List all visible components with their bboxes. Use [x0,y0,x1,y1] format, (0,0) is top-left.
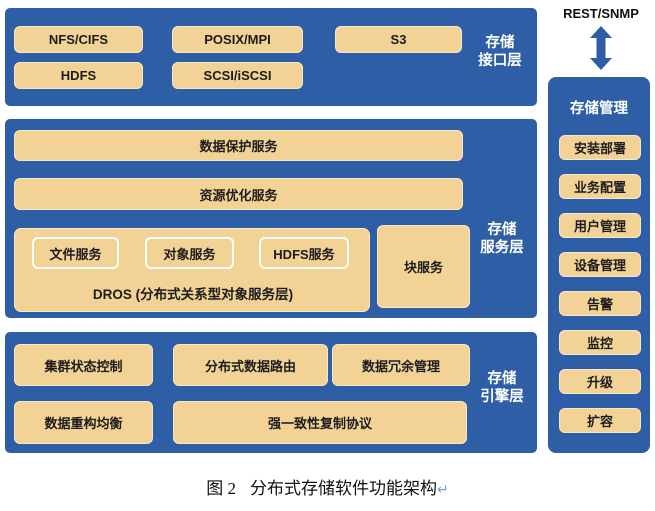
box-s3: S3 [335,26,462,53]
box-cluster-state-control: 集群状态控制 [14,344,153,386]
management-panel: 存储管理 安装部署 业务配置 用户管理 设备管理 告警 监控 升级 扩容 [548,77,650,453]
box-distributed-data-routing: 分布式数据路由 [173,344,328,386]
box-block-service: 块服务 [377,225,470,308]
paragraph-mark-icon: ↵ [437,482,449,498]
box-user-management: 用户管理 [559,213,641,238]
service-layer-panel: 数据保护服务 资源优化服务 文件服务 对象服务 HDFS服务 DROS (分布式… [5,119,537,318]
engine-layer-label: 存储 引擎层 [480,371,524,405]
dros-title: DROS (分布式关系型对象服务层) [92,287,294,302]
box-posix-mpi: POSIX/MPI [172,26,303,53]
service-layer-label: 存储 服务层 [480,222,524,256]
box-resource-optimization-service: 资源优化服务 [14,178,463,210]
box-hdfs: HDFS [14,62,143,89]
box-device-management: 设备管理 [559,252,641,277]
dros-container: 文件服务 对象服务 HDFS服务 DROS (分布式关系型对象服务层) [14,228,370,312]
interface-layer-label: 存储 接口层 [478,35,522,69]
management-title: 存储管理 [570,101,628,117]
box-hdfs-service: HDFS服务 [259,237,349,269]
box-alarm: 告警 [559,291,641,316]
box-capacity-expansion: 扩容 [559,408,641,433]
box-nfs-cifs: NFS/CIFS [14,26,143,53]
box-monitoring: 监控 [559,330,641,355]
box-data-protection-service: 数据保护服务 [14,130,463,161]
figure-caption: 图 2 分布式存储软件功能架构↵ [0,474,655,499]
box-object-service: 对象服务 [145,237,234,269]
box-strong-consistency-replication: 强一致性复制协议 [173,401,467,444]
box-file-service: 文件服务 [32,237,119,269]
figure-number: 图 2 [206,479,236,498]
box-upgrade: 升级 [559,369,641,394]
updown-arrow-icon [590,26,612,70]
protocol-label: REST/SNMP [563,6,639,21]
figure-caption-text: 分布式存储软件功能架构 [250,479,437,498]
box-business-config: 业务配置 [559,174,641,199]
box-data-redundancy-management: 数据冗余管理 [332,344,470,386]
box-data-rebuild-balancing: 数据重构均衡 [14,401,153,444]
interface-layer-panel: NFS/CIFS POSIX/MPI S3 HDFS SCSI/iSCSI 存储… [5,8,537,106]
box-install-deploy: 安装部署 [559,135,641,160]
box-scsi-iscsi: SCSI/iSCSI [172,62,303,89]
engine-layer-panel: 集群状态控制 分布式数据路由 数据冗余管理 数据重构均衡 强一致性复制协议 存储… [5,332,537,453]
